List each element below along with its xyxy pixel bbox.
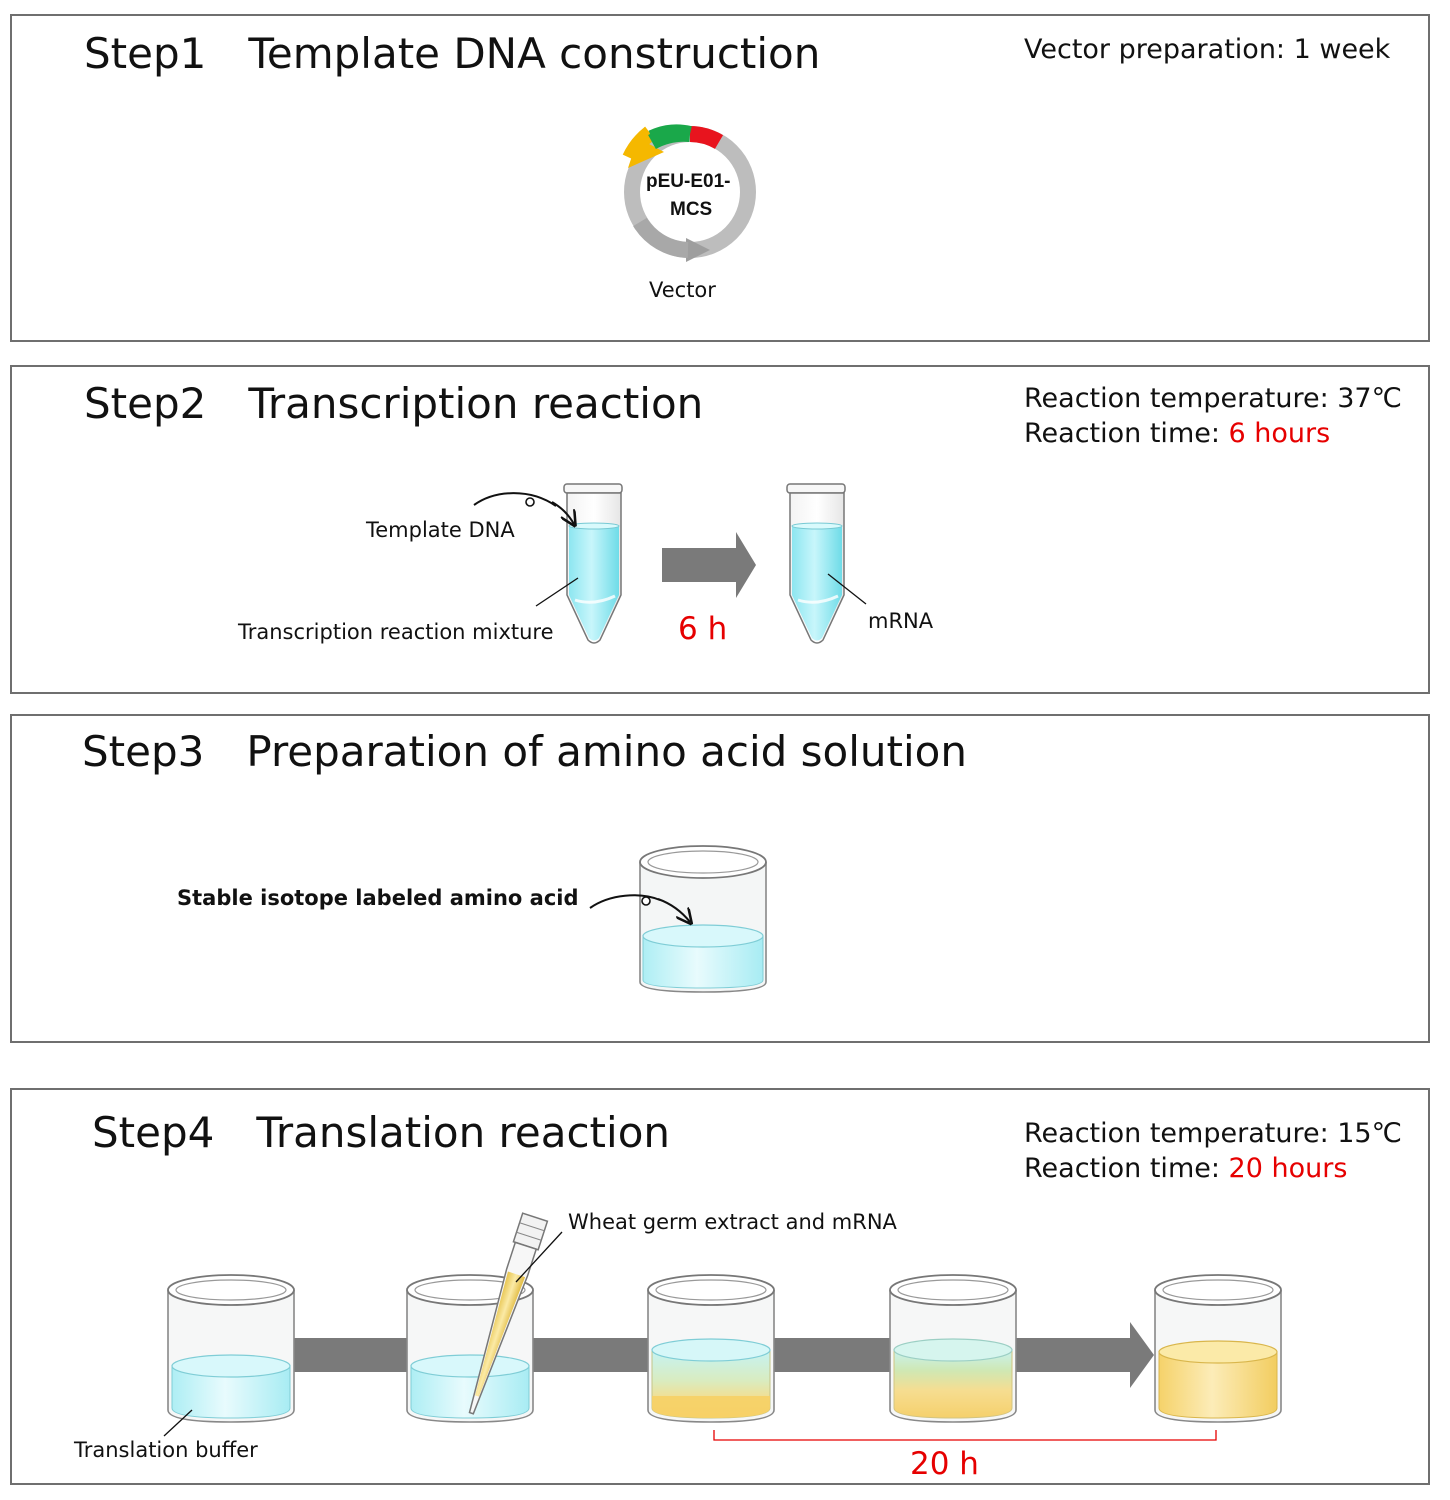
step2-panel <box>10 365 1430 694</box>
amino-acid-label: Stable isotope labeled amino acid <box>177 886 579 910</box>
vector-label: Vector <box>649 278 716 302</box>
step4-time-prefix: Reaction time: <box>1024 1153 1229 1184</box>
step4-time: Reaction time: 20 hours <box>1024 1151 1347 1186</box>
step2-time-value: 6 hours <box>1228 418 1331 449</box>
plasmid-name-line2: MCS <box>670 199 713 220</box>
mrna-label: mRNA <box>868 609 934 633</box>
translation-buffer-label: Translation buffer <box>74 1438 258 1462</box>
plasmid-name-line1: pEU-E01- <box>646 171 731 192</box>
step2-title: Step2 Transcription reaction <box>84 379 704 428</box>
step2-time: Reaction time: 6 hours <box>1024 416 1330 451</box>
transcription-duration: 6 h <box>678 611 728 647</box>
wheat-germ-label: Wheat germ extract and mRNA <box>568 1210 897 1234</box>
step2-time-prefix: Reaction time: <box>1024 418 1229 449</box>
step2-temp: Reaction temperature: 37℃ <box>1024 383 1402 414</box>
step1-info: Vector preparation: 1 week <box>1024 34 1391 65</box>
translation-duration: 20 h <box>910 1446 979 1482</box>
mixture-label: Transcription reaction mixture <box>238 620 554 644</box>
template-dna-label: Template DNA <box>366 518 515 542</box>
step4-temp: Reaction temperature: 15℃ <box>1024 1118 1402 1149</box>
step4-time-value: 20 hours <box>1228 1153 1348 1184</box>
step1-title: Step1 Template DNA construction <box>84 29 821 78</box>
step3-title: Step3 Preparation of amino acid solution <box>82 727 967 776</box>
step4-title: Step4 Translation reaction <box>92 1108 671 1157</box>
